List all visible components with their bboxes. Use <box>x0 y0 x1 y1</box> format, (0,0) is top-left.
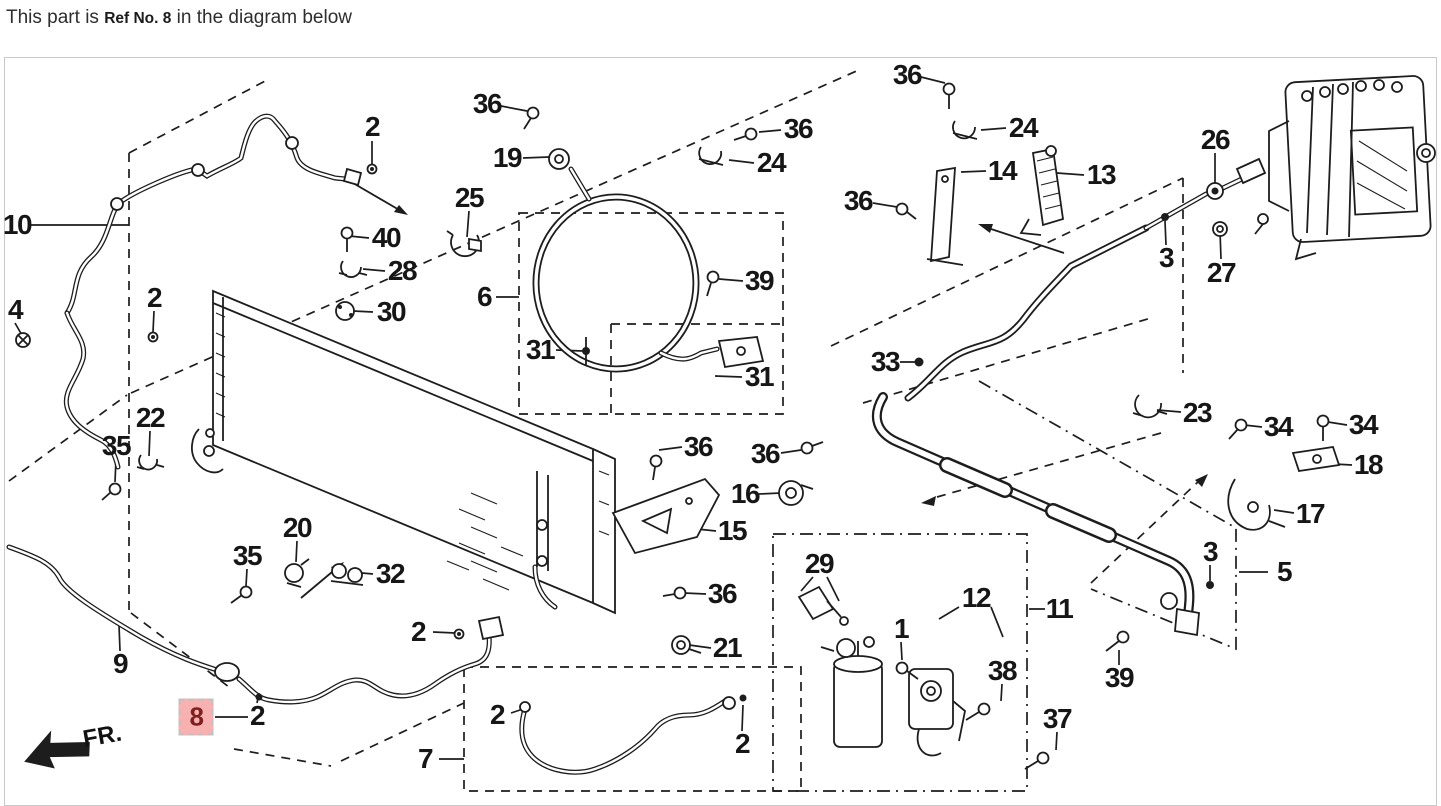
part-label: 1 <box>893 613 910 644</box>
part-label: 2 <box>364 111 381 142</box>
pipe-9-and-8 <box>6 544 505 705</box>
part-label: 35 <box>101 430 132 461</box>
part-label: 6 <box>476 281 493 312</box>
direction-arrows <box>300 182 1208 599</box>
part-label: 38 <box>987 655 1018 686</box>
part-label: 33 <box>870 346 901 377</box>
part-label: 31 <box>744 361 775 392</box>
part-label: 39 <box>744 265 775 296</box>
part-label: 7 <box>417 743 434 774</box>
diagram-art <box>6 68 1436 792</box>
part-label: 2 <box>249 700 266 731</box>
part-label: 39 <box>1104 662 1135 693</box>
compressor-bracket <box>797 585 966 757</box>
part-label: 36 <box>843 185 874 216</box>
part-label: 36 <box>472 88 503 119</box>
part-label: 17 <box>1295 498 1326 529</box>
part-label: 9 <box>112 648 129 679</box>
condenser <box>191 289 616 615</box>
part-label: 3 <box>1202 536 1219 567</box>
title-suffix: in the diagram below <box>171 7 352 28</box>
part-label: 21 <box>712 632 743 663</box>
part-label: 24 <box>756 147 787 178</box>
suction-hose <box>871 357 1214 637</box>
part-label: 40 <box>371 222 402 253</box>
part-label: 36 <box>783 113 814 144</box>
part-label: 12 <box>961 582 992 613</box>
part-label: 32 <box>375 558 406 589</box>
receiver-drier <box>820 636 883 748</box>
part-label: 11 <box>1045 593 1074 624</box>
part-label: 29 <box>804 548 835 579</box>
part-label: 5 <box>1276 556 1293 587</box>
part-label: 18 <box>1353 449 1384 480</box>
part-label: 22 <box>135 402 166 433</box>
part-label: 2 <box>146 282 163 313</box>
leader-lines <box>14 76 1353 760</box>
part-label: 20 <box>282 512 313 543</box>
fr-label: FR. <box>81 720 124 753</box>
page-title: This part is Ref No. 8 in the diagram be… <box>6 7 352 29</box>
part-label: 24 <box>1008 112 1039 143</box>
part-label: 26 <box>1200 124 1231 155</box>
part-label: 13 <box>1086 159 1117 190</box>
part-label: 37 <box>1042 703 1073 734</box>
part-label: 19 <box>492 142 523 173</box>
part-label: 23 <box>1182 397 1213 428</box>
part-label: 36 <box>892 59 923 90</box>
part-label: 27 <box>1206 257 1237 288</box>
pipe-to-evaporator <box>904 174 1249 402</box>
part-label: 34 <box>1348 409 1379 440</box>
part-label: 2 <box>489 699 506 730</box>
title-prefix: This part is <box>6 7 105 28</box>
hose-loop <box>532 148 765 373</box>
part-label: 31 <box>525 334 556 365</box>
part-label: 3 <box>1158 242 1175 273</box>
part-label: 36 <box>683 431 714 462</box>
part-label: 14 <box>987 155 1018 186</box>
pipe-7 <box>519 694 747 775</box>
part-label: 36 <box>707 578 738 609</box>
part-label-highlighted: 8 <box>178 698 214 736</box>
part-label: 10 <box>2 209 33 240</box>
bracket-13 <box>1019 145 1065 236</box>
part-label: 30 <box>376 296 407 327</box>
bracket-14 <box>926 166 964 266</box>
pipe-10 <box>63 113 363 470</box>
part-label: 34 <box>1263 411 1294 442</box>
fr-arrow: FR. <box>24 720 124 769</box>
part-label: 36 <box>750 438 781 469</box>
part-label: 16 <box>730 478 761 509</box>
hardware <box>15 82 1341 770</box>
part-label: 28 <box>387 255 418 286</box>
part-label: 25 <box>454 182 485 213</box>
evaporator <box>1235 75 1436 261</box>
fr-arrow-icon <box>24 730 90 769</box>
part-label: 35 <box>232 540 263 571</box>
ref-number-label: Ref No. 8 <box>104 10 172 27</box>
part-label: 15 <box>717 515 748 546</box>
part-label: 2 <box>734 728 751 759</box>
part-label: 4 <box>7 294 24 325</box>
part-label: 2 <box>410 616 427 647</box>
